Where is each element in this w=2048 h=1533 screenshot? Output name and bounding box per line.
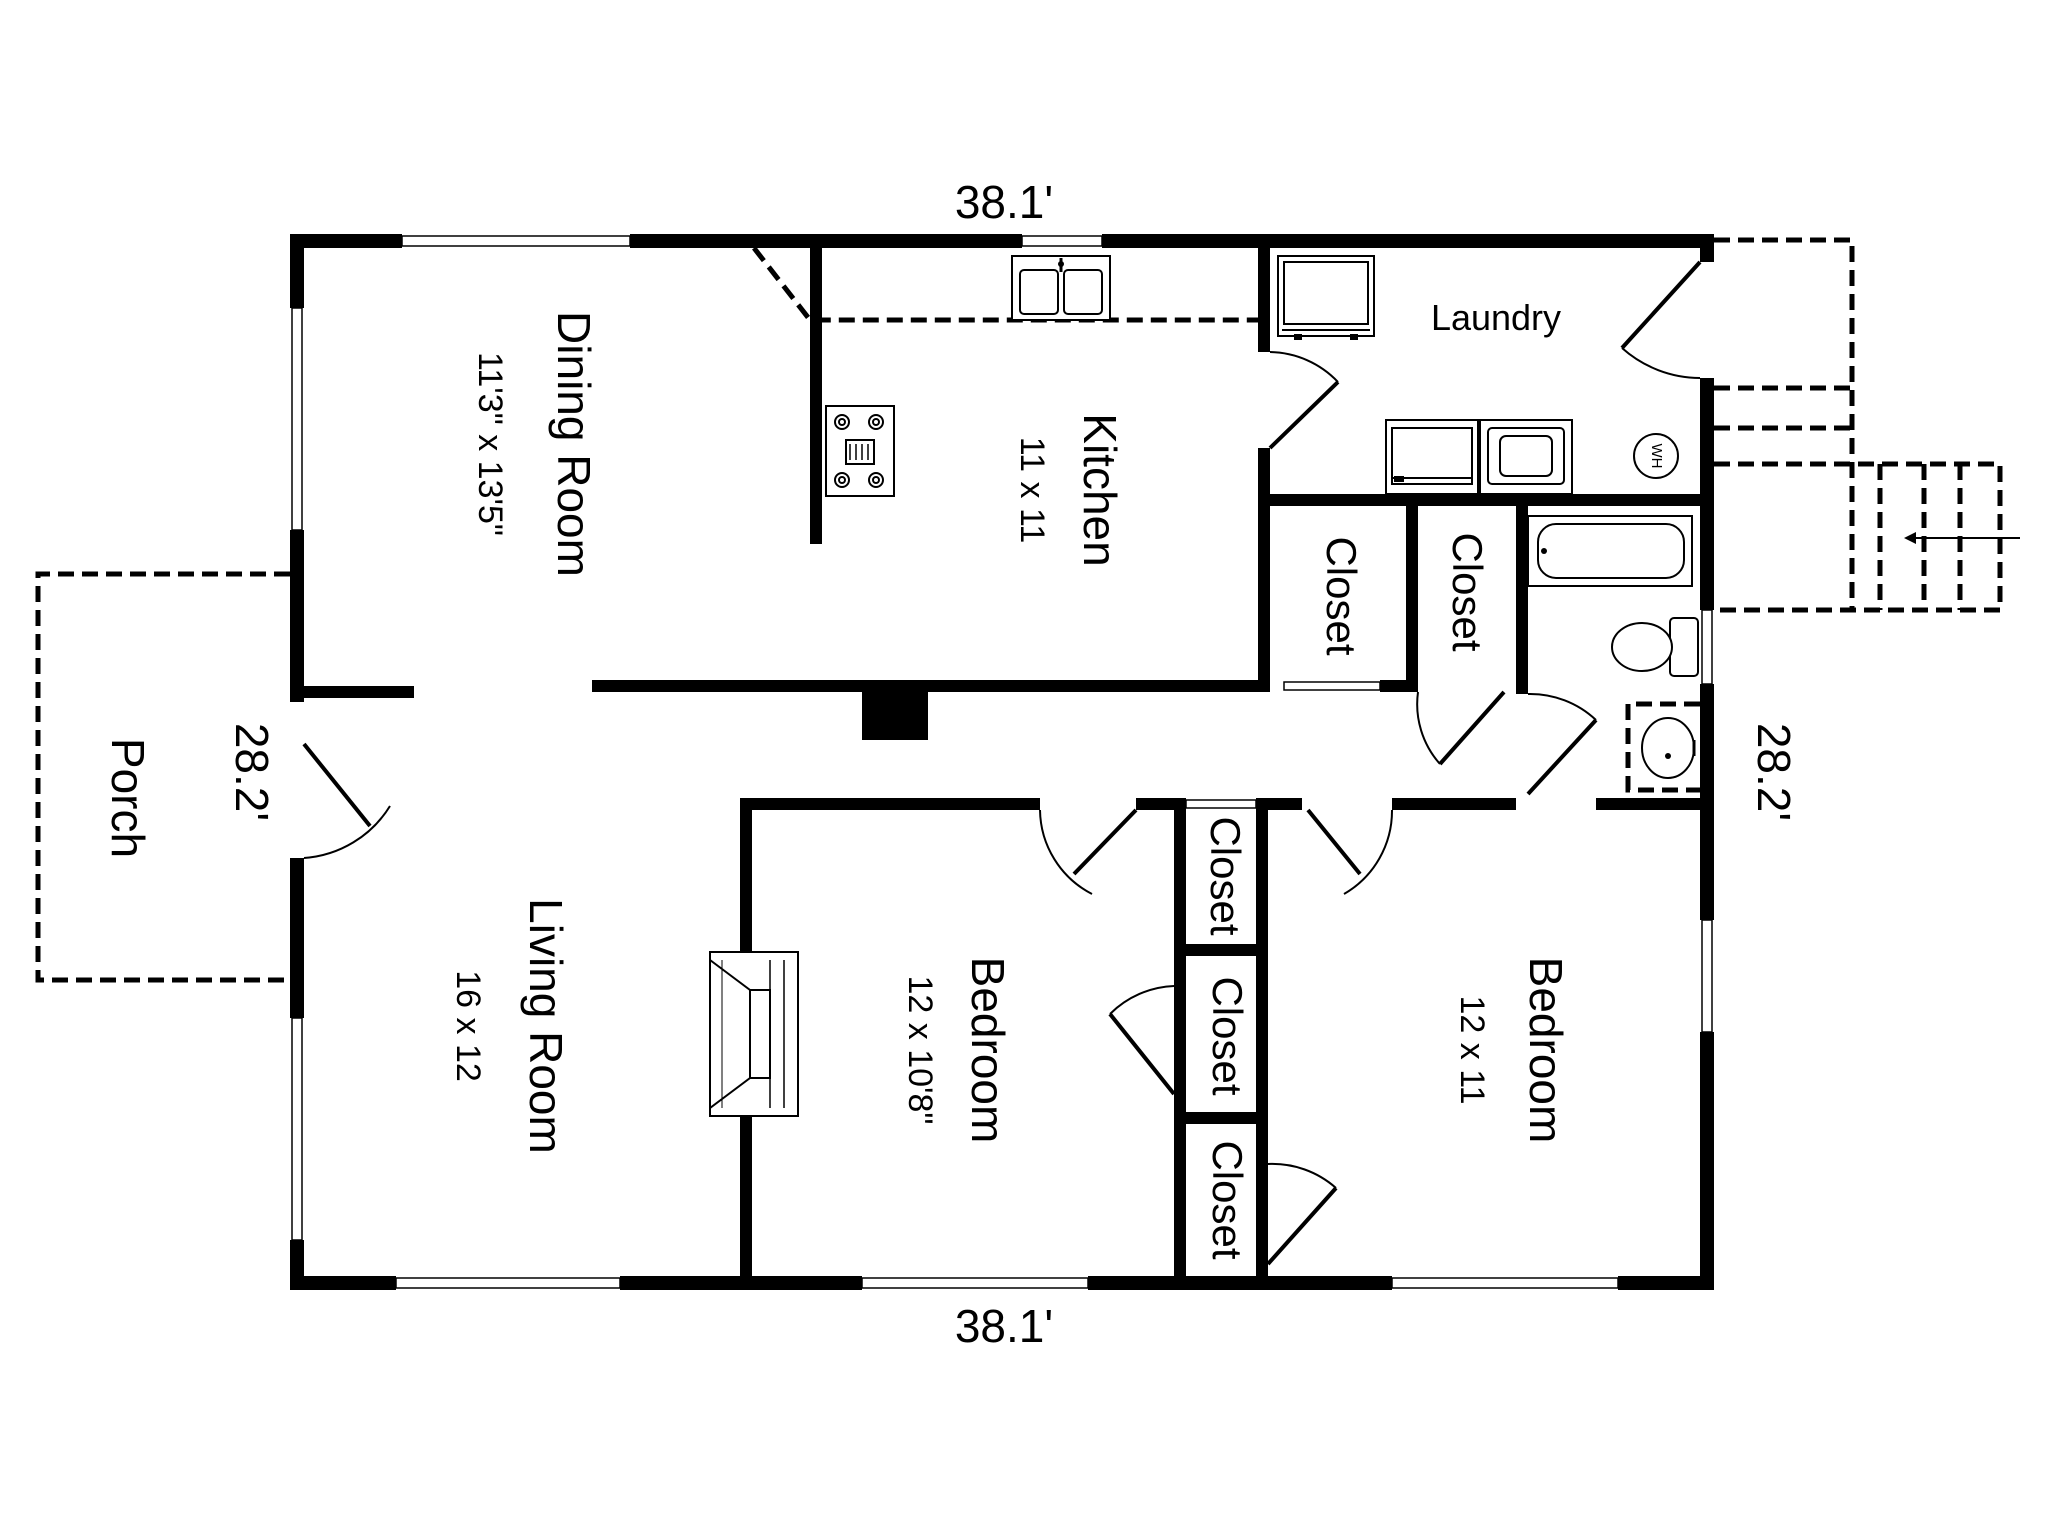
closet-label-1: Closet bbox=[1318, 536, 1365, 655]
window-right-bed2 bbox=[1701, 919, 1713, 1033]
wall-left-1 bbox=[290, 234, 304, 308]
wall-kitchen-east-bottom bbox=[1258, 448, 1270, 692]
closet-top-slider bbox=[1185, 799, 1257, 809]
window-right-bath bbox=[1701, 609, 1713, 685]
vanity-outline bbox=[1625, 701, 1700, 793]
wall-closet-sep1 bbox=[1174, 944, 1268, 956]
wall-bed2-north-b bbox=[1392, 798, 1516, 810]
wall-laundry-south bbox=[1258, 494, 1714, 506]
dim-bottom: 38.1' bbox=[955, 1300, 1053, 1352]
wall-bottom-4 bbox=[1618, 1276, 1714, 1290]
dryer-icon bbox=[1479, 419, 1573, 495]
room-living: Living Room 16 x 12 bbox=[449, 898, 572, 1154]
double-sink-icon bbox=[1011, 255, 1111, 321]
bathroom-door[interactable] bbox=[1526, 692, 1598, 796]
wall-left-stub bbox=[304, 686, 414, 698]
bedroom1-size: 12 x 10'8" bbox=[901, 976, 939, 1125]
wall-bottom-2 bbox=[620, 1276, 862, 1290]
wall-closet-east-b bbox=[1256, 956, 1268, 1124]
laundry-appliance-icon bbox=[1277, 255, 1375, 340]
room-bedroom-2: Bedroom 12 x 11 bbox=[1453, 957, 1572, 1144]
wall-closet-sep2 bbox=[1174, 1112, 1268, 1124]
room-kitchen: Kitchen 11 x 11 bbox=[1013, 413, 1126, 566]
wall-top-3 bbox=[1102, 234, 1712, 248]
wall-kitchen-peninsula bbox=[810, 248, 822, 544]
porch-name: Porch bbox=[102, 738, 154, 858]
closet-label-2: Closet bbox=[1444, 532, 1491, 651]
kitchen-size: 11 x 11 bbox=[1013, 437, 1051, 543]
stove-icon bbox=[825, 405, 895, 497]
laundry-name: Laundry bbox=[1431, 297, 1561, 338]
closet-label-3: Closet bbox=[1202, 816, 1249, 935]
kitchen-counter-line bbox=[752, 246, 1258, 323]
dim-right: 28.2' bbox=[1748, 723, 1800, 821]
wall-top-1 bbox=[290, 234, 402, 248]
living-room-size: 16 x 12 bbox=[449, 970, 487, 1082]
wall-kitchen-east-top bbox=[1258, 248, 1270, 352]
kitchen-name: Kitchen bbox=[1074, 413, 1126, 566]
vanity-sink-icon bbox=[1641, 717, 1696, 779]
bedroom1-name: Bedroom bbox=[962, 957, 1014, 1144]
wall-left-4 bbox=[290, 1240, 304, 1290]
entry-arrow-icon bbox=[1904, 532, 2020, 544]
dim-left: 28.2' bbox=[226, 723, 278, 821]
closet1-slider bbox=[1283, 681, 1381, 691]
closet-middle-door[interactable] bbox=[1108, 985, 1176, 1096]
closet-bottom-door[interactable] bbox=[1266, 1162, 1338, 1266]
porch-outline bbox=[35, 571, 290, 983]
kitchen-laundry-door[interactable] bbox=[1268, 351, 1340, 450]
wall-closet-divider bbox=[1406, 494, 1418, 688]
window-bottom-living bbox=[395, 1277, 621, 1289]
room-bedroom-1: Bedroom 12 x 10'8" bbox=[901, 957, 1014, 1144]
laundry-exterior-door[interactable] bbox=[1620, 260, 1702, 379]
wall-bed1-north-b bbox=[1136, 798, 1186, 810]
wall-chimney bbox=[862, 692, 928, 740]
window-top-kitchen bbox=[1021, 235, 1103, 247]
wall-bottom-3 bbox=[1088, 1276, 1392, 1290]
bedroom2-name: Bedroom bbox=[1520, 957, 1572, 1144]
wall-closet1-south bbox=[1380, 680, 1418, 692]
wall-right-4 bbox=[1700, 1032, 1714, 1290]
window-bottom-bed2 bbox=[1391, 1277, 1619, 1289]
wall-left-2 bbox=[290, 530, 304, 702]
closet-label-4: Closet bbox=[1204, 976, 1251, 1095]
closet-label-5: Closet bbox=[1204, 1140, 1251, 1259]
room-dining: Dining Room 11'3" x 13'5" bbox=[471, 311, 600, 577]
dining-room-size: 11'3" x 13'5" bbox=[471, 352, 509, 536]
window-left-living bbox=[291, 1017, 303, 1241]
wall-bottom-1 bbox=[290, 1276, 396, 1290]
fireplace-icon bbox=[709, 951, 799, 1117]
toilet-icon bbox=[1611, 617, 1699, 677]
bedroom1-door[interactable] bbox=[1039, 808, 1138, 895]
water-heater-icon: WH bbox=[1633, 433, 1679, 479]
hall-closet-door[interactable] bbox=[1416, 690, 1506, 766]
wall-top-2 bbox=[630, 234, 1022, 248]
wall-right-1 bbox=[1700, 234, 1714, 262]
wall-closet-east-a bbox=[1256, 798, 1268, 956]
window-left-dining bbox=[291, 307, 303, 531]
bedroom2-size: 12 x 11 bbox=[1453, 995, 1491, 1104]
window-bottom-bed1 bbox=[861, 1277, 1089, 1289]
wall-closet-west bbox=[1174, 798, 1186, 1276]
living-room-name: Living Room bbox=[520, 898, 572, 1154]
doors bbox=[302, 260, 1702, 1266]
windows bbox=[291, 235, 1713, 1289]
window-top-dining bbox=[401, 235, 631, 247]
washer-icon bbox=[1385, 419, 1479, 495]
wall-bath-south bbox=[1596, 798, 1714, 810]
wall-bath-west bbox=[1516, 494, 1528, 694]
dining-room-name: Dining Room bbox=[548, 311, 600, 577]
bedroom2-door[interactable] bbox=[1306, 808, 1394, 895]
wall-closet-east-c bbox=[1256, 1124, 1268, 1276]
water-heater-label: WH bbox=[1648, 444, 1665, 469]
dim-top: 38.1' bbox=[955, 176, 1053, 228]
front-door[interactable] bbox=[302, 742, 391, 859]
wall-bed1-north-a bbox=[740, 798, 1040, 810]
bathtub-icon bbox=[1527, 515, 1693, 587]
deck-outline bbox=[1714, 237, 1855, 613]
wall-left-3 bbox=[290, 858, 304, 1018]
wall-hall-north bbox=[592, 680, 1258, 692]
